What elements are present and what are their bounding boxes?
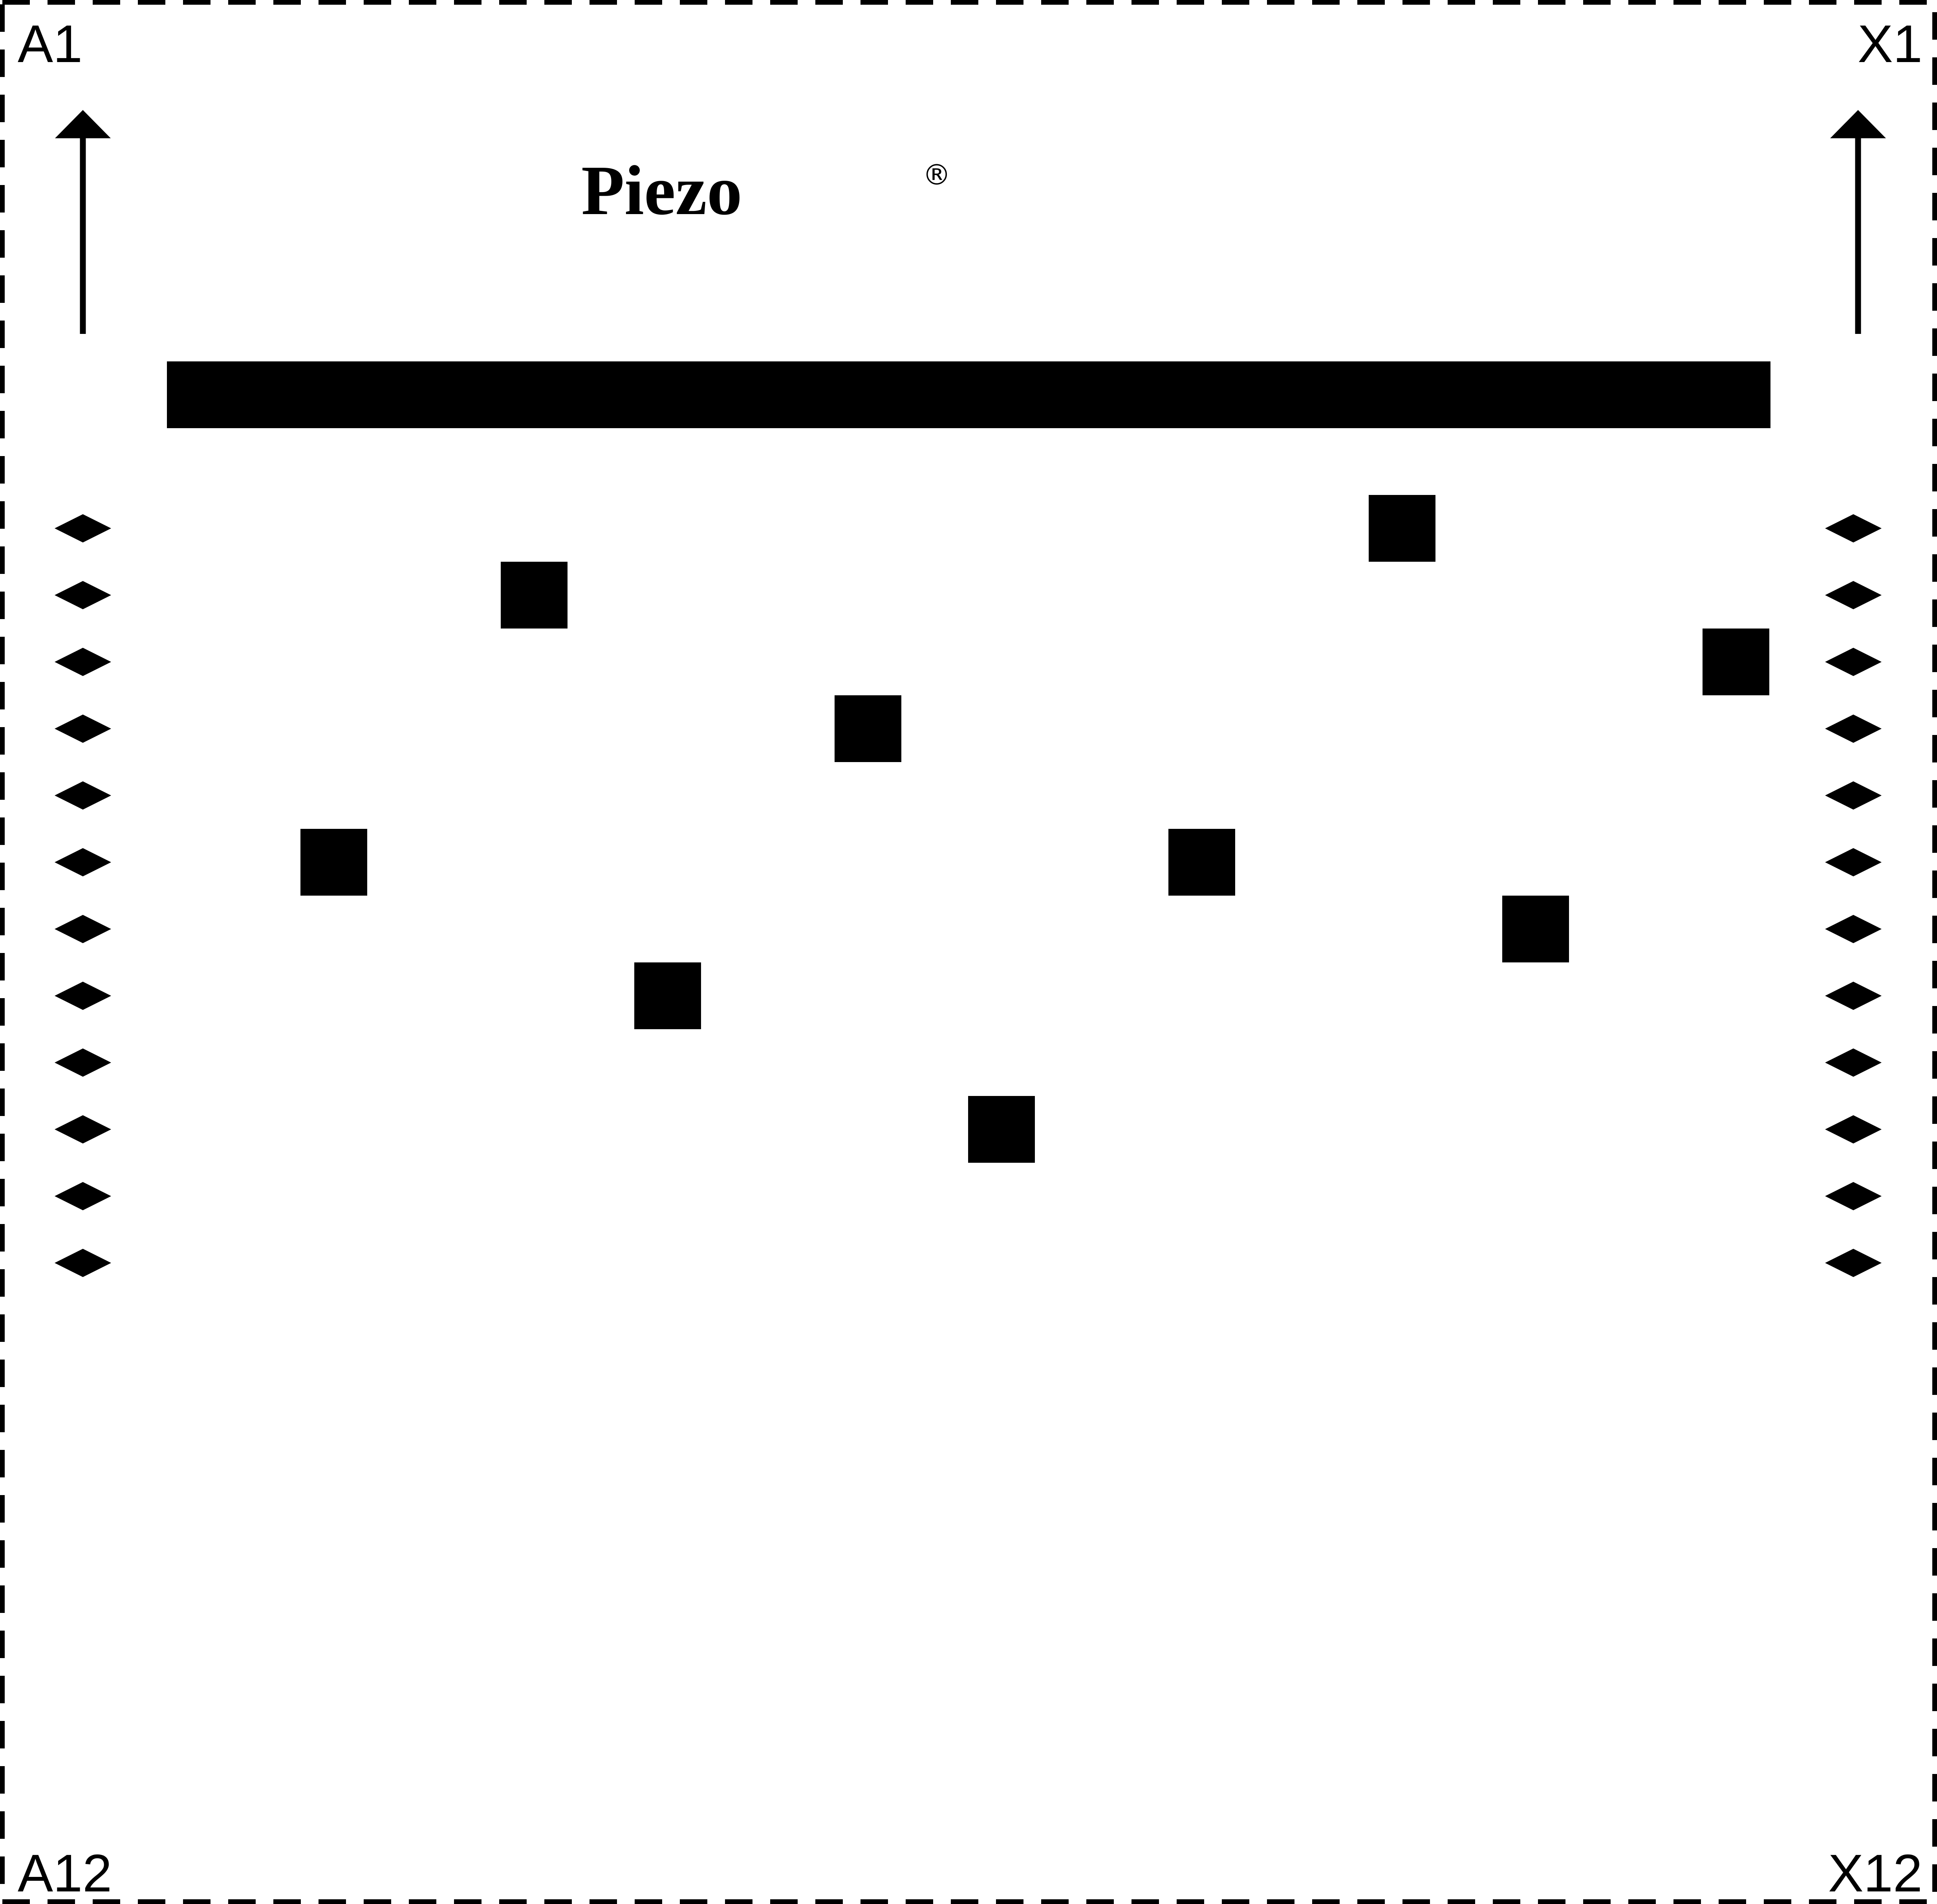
diamond-icon bbox=[1825, 1115, 1882, 1143]
right-diamond-markers bbox=[1825, 514, 1882, 1277]
square-mark bbox=[1703, 629, 1769, 695]
square-mark bbox=[1502, 896, 1569, 962]
corner-label-bottom-right: X12 bbox=[1828, 1844, 1922, 1903]
diamond-icon bbox=[55, 514, 111, 542]
diamond-icon bbox=[1825, 1048, 1882, 1077]
diamond-icon bbox=[55, 848, 111, 876]
diamond-icon bbox=[55, 1115, 111, 1143]
square-mark bbox=[300, 829, 367, 896]
diamond-icon bbox=[1825, 514, 1882, 542]
diamond-icon bbox=[1825, 581, 1882, 609]
square-mark bbox=[1369, 495, 1435, 562]
diamond-icon bbox=[55, 1249, 111, 1277]
corner-label-top-right: X1 bbox=[1858, 14, 1922, 73]
diamond-icon bbox=[55, 1182, 111, 1210]
top-bar bbox=[167, 361, 1770, 428]
squares-layer bbox=[300, 495, 1769, 1163]
diamond-icon bbox=[1825, 1182, 1882, 1210]
diamond-icon bbox=[1825, 715, 1882, 743]
diamond-icon bbox=[1825, 781, 1882, 810]
piezo-logo: Piezo bbox=[581, 151, 742, 229]
diamond-icon bbox=[55, 715, 111, 743]
diamond-icon bbox=[55, 915, 111, 943]
diamond-icon bbox=[1825, 982, 1882, 1010]
square-mark bbox=[501, 562, 568, 629]
corner-label-top-left: A1 bbox=[18, 14, 82, 73]
left-diamond-markers bbox=[55, 514, 111, 1277]
corner-label-bottom-left: A12 bbox=[18, 1844, 112, 1903]
diamond-icon bbox=[55, 581, 111, 609]
diamond-icon bbox=[1825, 648, 1882, 676]
square-mark bbox=[634, 962, 701, 1029]
up-arrow-icon-left bbox=[55, 110, 111, 334]
square-mark bbox=[1168, 829, 1235, 896]
diamond-icon bbox=[1825, 848, 1882, 876]
square-mark bbox=[968, 1096, 1035, 1163]
diamond-icon bbox=[55, 781, 111, 810]
diamond-icon bbox=[55, 648, 111, 676]
diamond-icon bbox=[1825, 1249, 1882, 1277]
diamond-icon bbox=[55, 982, 111, 1010]
square-mark bbox=[835, 695, 901, 762]
diamond-icon bbox=[55, 1048, 111, 1077]
registered-mark: ® bbox=[923, 158, 951, 191]
up-arrow-icon-right bbox=[1830, 110, 1886, 334]
diamond-icon bbox=[1825, 915, 1882, 943]
